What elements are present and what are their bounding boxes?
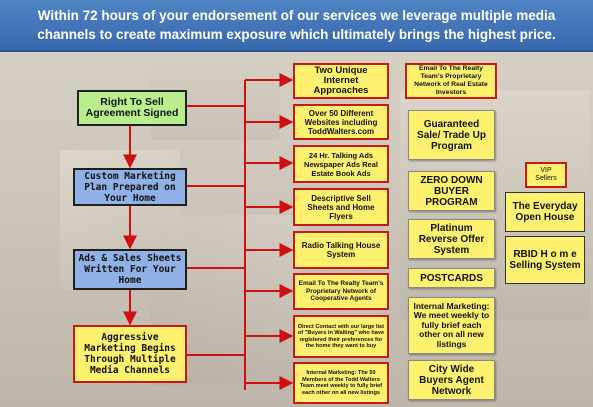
channel-radio-talking-house: Radio Talking House System [293,231,389,269]
channel-label: Radio Talking House System [301,241,381,259]
extra-label: The Everyday Open House [512,201,578,223]
program-label: Guaranteed Sale/ Trade Up Program [417,118,486,152]
extra-rbid-selling-system: RBID H o m e Selling System [505,236,585,284]
program-label: Email To The Realty Team's Proprietary N… [414,65,488,96]
channel-label: Two Unique Internet Approaches [313,65,369,96]
program-guaranteed-sale: Guaranteed Sale/ Trade Up Program [408,110,495,160]
header-line-2: channels to create maximum exposure whic… [37,27,556,42]
program-label: Internal Marketing: We meet weekly to fu… [413,300,490,349]
step-label: Custom Marketing Plan Prepared on Your H… [84,170,176,204]
channel-sell-sheets: Descriptive Sell Sheets and Home Flyers [293,188,389,226]
extra-label: VIP Sellers [535,167,557,182]
program-label: City Wide Buyers Agent Network [419,363,484,397]
channel-internal-marketing-team: Internal Marketing: The 50 Members of th… [293,362,389,404]
channel-label: Descriptive Sell Sheets and Home Flyers [307,193,375,221]
channel-websites: Over 50 Different Websites including Tod… [293,104,389,140]
extra-label: RBID H o m e Selling System [509,249,581,271]
channel-label: Internal Marketing: The 50 Members of th… [299,370,383,396]
extra-vip-sellers: VIP Sellers [525,162,567,188]
channel-label: Direct Contact with our large list of "B… [297,323,385,350]
header-line-1: Within 72 hours of your endorsement of o… [37,8,556,23]
step-aggressive-marketing: Aggressive Marketing Begins Through Mult… [73,325,187,383]
channel-label: Over 50 Different Websites including Tod… [304,108,378,136]
step-label: Right To Sell Agreement Signed [85,96,179,119]
channel-label: Email To The Realty Team's Proprietary N… [298,280,384,303]
program-city-wide-buyers-agent: City Wide Buyers Agent Network [408,360,495,400]
step-label: Ads & Sales Sheets Written For Your Home [78,253,182,286]
step-ads-sales-sheets: Ads & Sales Sheets Written For Your Home [73,249,187,290]
program-zero-down-buyer: ZERO DOWN BUYER PROGRAM [408,171,495,211]
program-label: Platinum Reverse Offer System [418,222,485,256]
channel-label: 24 Hr. Talking Ads Newspaper Ads Real Es… [304,150,378,178]
extra-everyday-open-house: The Everyday Open House [505,192,585,232]
step-custom-marketing-plan: Custom Marketing Plan Prepared on Your H… [73,168,187,206]
step-label: Aggressive Marketing Begins Through Mult… [84,332,176,376]
program-platinum-reverse-offer: Platinum Reverse Offer System [408,219,495,259]
channel-email-cooperative-agents: Email To The Realty Team's Proprietary N… [293,273,389,310]
program-internal-marketing: Internal Marketing: We meet weekly to fu… [408,297,495,354]
program-label: POSTCARDS [420,272,483,284]
program-email-investors: Email To The Realty Team's Proprietary N… [405,63,497,99]
header-banner: Within 72 hours of your endorsement of o… [0,0,593,52]
step-right-to-sell: Right To Sell Agreement Signed [77,90,187,126]
channel-internet-approaches: Two Unique Internet Approaches [293,63,389,99]
program-postcards: POSTCARDS [408,268,495,288]
channel-talking-ads: 24 Hr. Talking Ads Newspaper Ads Real Es… [293,145,389,183]
channel-buyers-in-waiting: Direct Contact with our large list of "B… [293,315,389,358]
program-label: ZERO DOWN BUYER PROGRAM [420,174,483,208]
